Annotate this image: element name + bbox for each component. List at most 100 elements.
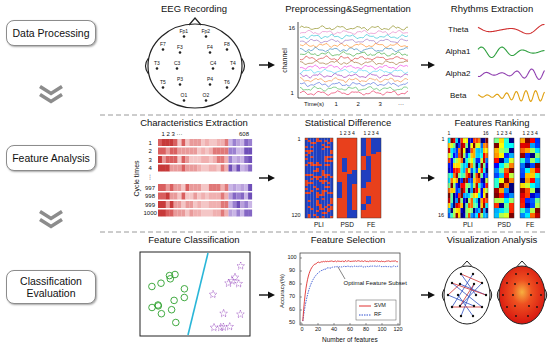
feature-cell xyxy=(213,156,217,163)
matrix-border xyxy=(494,138,514,218)
feature-cell xyxy=(166,139,170,146)
class-a-point xyxy=(158,310,165,317)
feature-cell xyxy=(221,210,225,217)
significance-cell xyxy=(337,156,342,158)
significance-cell xyxy=(371,140,376,142)
ranking-cell xyxy=(499,153,504,158)
significance-cell xyxy=(325,186,328,188)
ranking-cell xyxy=(471,208,474,213)
significance-cell xyxy=(311,182,314,184)
tick-label: 60 xyxy=(289,307,295,313)
ranking-cell xyxy=(478,213,481,218)
significance-cell xyxy=(347,192,352,194)
significance-cell xyxy=(325,166,328,168)
significance-cell xyxy=(347,160,352,162)
significance-cell xyxy=(371,206,376,208)
significance-cell xyxy=(342,212,347,214)
ranking-cell xyxy=(481,183,484,188)
ranking-cell xyxy=(451,198,454,203)
matrix-border xyxy=(520,138,540,218)
significance-cell xyxy=(313,160,316,162)
significance-cell xyxy=(366,162,371,164)
feature-cell xyxy=(244,148,248,155)
significance-cell xyxy=(376,150,381,152)
tick-label: 3 xyxy=(379,101,382,107)
significance-cell xyxy=(337,168,342,170)
significance-cell xyxy=(311,194,314,196)
feature-cell xyxy=(170,201,174,208)
ranking-cell xyxy=(494,163,499,168)
significance-cell xyxy=(322,160,325,162)
ranking-cell xyxy=(458,138,461,143)
significance-cell xyxy=(347,162,352,164)
significance-cell xyxy=(376,210,381,212)
significance-cell xyxy=(330,158,333,160)
significance-cell xyxy=(352,142,357,144)
significance-cell xyxy=(347,152,352,154)
flow-arrow xyxy=(40,212,62,227)
significance-cell xyxy=(342,140,347,142)
ranking-cell xyxy=(486,138,489,143)
significance-cell xyxy=(316,152,319,154)
ranking-cell xyxy=(499,213,504,218)
ranking-cell xyxy=(473,168,476,173)
ranking-cell xyxy=(478,178,481,183)
significance-cell xyxy=(366,168,371,170)
significance-cell xyxy=(330,206,333,208)
ranking-cell xyxy=(463,178,466,183)
electrode-label: O2 xyxy=(203,93,210,98)
eeg-trace xyxy=(300,73,408,78)
significance-cell xyxy=(337,198,342,200)
ranking-cell xyxy=(461,158,464,163)
significance-cell xyxy=(325,196,328,198)
significance-cell xyxy=(319,182,322,184)
feature-cell xyxy=(193,193,197,200)
ranking-cell xyxy=(458,168,461,173)
ranking-cell xyxy=(466,173,469,178)
significance-cell xyxy=(337,196,342,198)
feature-cell xyxy=(209,139,213,146)
feature-cell xyxy=(240,193,244,200)
significance-cell xyxy=(337,142,342,144)
ranking-cell xyxy=(520,183,525,188)
ranking-cell xyxy=(456,198,459,203)
ranking-cell xyxy=(468,173,471,178)
ranking-cell xyxy=(451,138,454,143)
ranking-cell xyxy=(466,153,469,158)
significance-cell xyxy=(319,180,322,182)
electrode-dot xyxy=(205,35,208,38)
ranking-cell xyxy=(473,163,476,168)
significance-cell xyxy=(311,154,314,156)
significance-cell xyxy=(325,170,328,172)
significance-cell xyxy=(319,184,322,186)
significance-cell xyxy=(337,158,342,160)
significance-cell xyxy=(316,198,319,200)
significance-cell xyxy=(308,210,311,212)
significance-cell xyxy=(305,146,308,148)
feature-cell xyxy=(189,184,193,191)
ranking-cell xyxy=(520,213,525,218)
feature-cell xyxy=(232,156,236,163)
ranking-cell xyxy=(520,188,525,193)
ranking-cell xyxy=(456,203,459,208)
ranking-cell xyxy=(458,213,461,218)
ranking-cell xyxy=(471,203,474,208)
significance-cell xyxy=(342,178,347,180)
electrode-label: F4 xyxy=(207,45,213,50)
feature-cell xyxy=(221,193,225,200)
significance-cell xyxy=(361,156,366,158)
electrode-label: C3 xyxy=(174,61,180,66)
flow-chevron xyxy=(40,212,62,219)
ranking-cell xyxy=(483,173,486,178)
significance-cell xyxy=(322,166,325,168)
significance-cell xyxy=(347,186,352,188)
significance-cell xyxy=(322,174,325,176)
ranking-cell xyxy=(525,178,530,183)
significance-cell xyxy=(325,214,328,216)
significance-cell xyxy=(305,178,308,180)
significance-cell xyxy=(361,146,366,148)
axis-tick xyxy=(334,323,335,325)
ranking-cell xyxy=(461,198,464,203)
axis-tick xyxy=(300,297,302,298)
